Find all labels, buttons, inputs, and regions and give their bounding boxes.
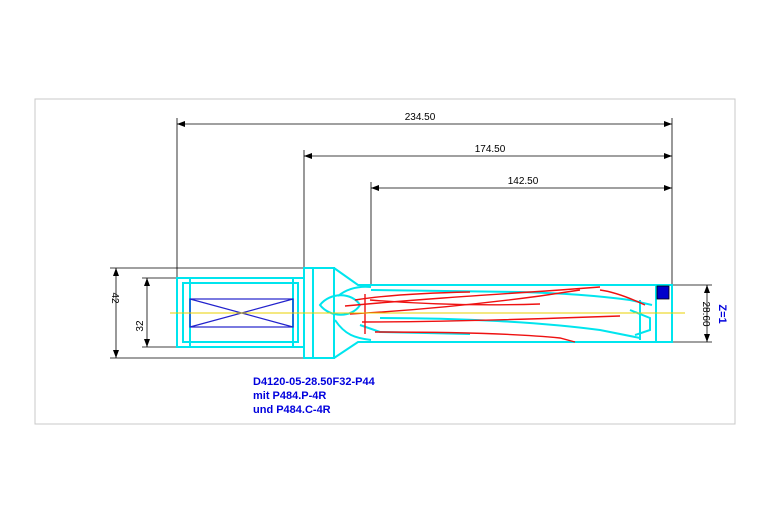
- drawing-frame: [34, 98, 736, 425]
- teeth-count: Z=1: [716, 304, 728, 323]
- dimension-lines: [176, 118, 673, 292]
- dim-drill-dia: 28.60: [700, 301, 711, 326]
- label-line-2: mit P484.P-4R: [253, 390, 326, 402]
- label-line-3: und P484.C-4R: [253, 404, 331, 416]
- flute-lines: [344, 286, 646, 343]
- dim-total-length: 234.50: [405, 112, 436, 123]
- dim-shank-dia: 32: [135, 320, 146, 332]
- dim-shank-outer-dia: 42: [109, 292, 120, 304]
- tool-label: D4120-05-28.50F32-P44 mit P484.P-4R und …: [253, 376, 376, 416]
- label-line-1: D4120-05-28.50F32-P44: [253, 376, 376, 388]
- right-dimension-lines: [672, 284, 712, 343]
- dim-body-length: 174.50: [475, 144, 506, 155]
- insert: [656, 285, 670, 300]
- dim-drill-depth: 142.50: [508, 176, 539, 187]
- left-dimension-lines: [110, 267, 304, 359]
